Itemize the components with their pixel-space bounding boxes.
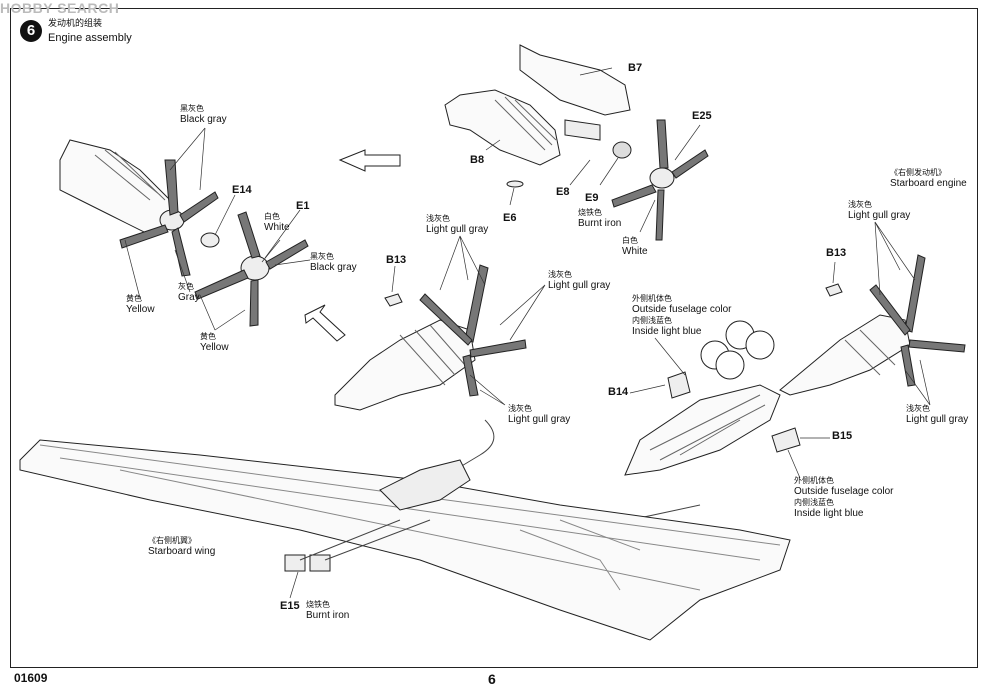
kit-number: 01609: [14, 671, 48, 685]
callout-zh: 浅灰色: [508, 404, 532, 413]
callout-en: Gray: [178, 292, 200, 303]
callout-en: Burnt iron: [306, 610, 350, 621]
step-number-badge: 6: [20, 20, 42, 42]
part-e9-label: E9: [585, 192, 599, 204]
part-e6-label: E6: [503, 212, 517, 224]
callout-en: Burnt iron: [578, 218, 622, 229]
callout-white-left: 白色 White: [264, 212, 290, 234]
callout-gray: 灰色 Gray: [178, 282, 200, 304]
step-title: 发动机的组装 Engine assembly: [48, 18, 132, 46]
part-b13-right-label: B13: [826, 247, 847, 259]
callout-zh: 浅灰色: [848, 200, 872, 209]
callout-fuselage-b14: 外侧机体色 Outside fuselage color 内侧浅蓝色 Insid…: [632, 294, 732, 338]
step-title-en: Engine assembly: [48, 32, 132, 44]
subassembly-en: Starboard engine: [890, 178, 967, 189]
subassembly-en: Starboard wing: [148, 546, 216, 557]
part-e15-label: E15: [280, 600, 300, 612]
subassembly-zh: 《右侧发动机》: [890, 168, 946, 177]
callout-zh: 内侧浅蓝色: [632, 316, 672, 325]
part-b7-label: B7: [628, 62, 643, 74]
subassembly-zh: 《右侧机翼》: [148, 536, 196, 545]
part-b13-center-label: B13: [386, 254, 407, 266]
callout-fuselage-b15: 外侧机体色 Outside fuselage color 内侧浅蓝色 Insid…: [794, 476, 894, 520]
callout-lgg-center-right: 浅灰色 Light gull gray: [548, 270, 610, 292]
callout-zh: 黑灰色: [180, 104, 204, 113]
callout-en: Light gull gray: [548, 280, 611, 291]
part-e14-label: E14: [232, 184, 252, 196]
part-e8-label: E8: [556, 186, 570, 198]
callout-zh: 白色: [622, 236, 638, 245]
part-b8-label: B8: [470, 154, 485, 166]
callout-zh: 白色: [264, 212, 280, 221]
callout-en: Light gull gray: [508, 414, 571, 425]
callout-lgg-right-bottom: 浅灰色 Light gull gray: [906, 404, 968, 426]
callout-en: Yellow: [200, 342, 229, 353]
callout-zh: 内侧浅蓝色: [794, 498, 834, 507]
subassembly-starboard-engine: 《右侧发动机》 Starboard engine: [890, 168, 967, 190]
callout-zh: 黄色: [126, 294, 142, 303]
callout-lgg-center-top: 浅灰色 Light gull gray: [426, 214, 488, 236]
part-e25-label: E25: [692, 110, 712, 122]
callout-en: Outside fuselage color: [632, 304, 732, 315]
callout-en: Yellow: [126, 304, 155, 315]
part-b15-label: B15: [832, 430, 853, 442]
callout-lgg-right-top: 浅灰色 Light gull gray: [848, 200, 910, 222]
callout-black-gray-top: 黑灰色 Black gray: [180, 104, 227, 126]
step-title-zh: 发动机的组装: [48, 18, 103, 28]
callout-en: Black gray: [310, 262, 357, 273]
callout-zh: 烧铁色: [578, 208, 602, 217]
callout-zh: 灰色: [178, 282, 194, 291]
subassembly-starboard-wing: 《右侧机翼》 Starboard wing: [148, 536, 215, 558]
callout-lgg-center-bottom: 浅灰色 Light gull gray: [508, 404, 570, 426]
callout-zh: 外侧机体色: [794, 476, 834, 485]
callout-zh: 外侧机体色: [632, 294, 672, 303]
callout-zh: 浅灰色: [906, 404, 930, 413]
callout-en: White: [622, 246, 648, 257]
callout-zh: 浅灰色: [548, 270, 572, 279]
right-fuselage-drawing: [624, 254, 966, 521]
callout-burnt-iron-e15: 烧铁色 Burnt iron: [306, 600, 349, 622]
callout-black-gray-mid: 黑灰色 Black gray: [310, 252, 357, 274]
callout-yellow-2: 黄色 Yellow: [200, 332, 229, 354]
part-e1-label: E1: [296, 200, 310, 212]
page-number: 6: [488, 671, 496, 687]
page-border: [10, 8, 978, 668]
callout-burnt-iron-e9: 烧铁色 Burnt iron: [578, 208, 621, 230]
callout-en: Inside light blue: [632, 326, 702, 337]
left-engine-drawing: [59, 139, 309, 327]
starboard-wing-drawing: [19, 439, 791, 641]
callout-en: Light gull gray: [426, 224, 489, 235]
callout-en: Light gull gray: [848, 210, 911, 221]
callout-zh: 烧铁色: [306, 600, 330, 609]
callout-zh: 浅灰色: [426, 214, 450, 223]
callout-en: White: [264, 222, 290, 233]
callout-en: Light gull gray: [906, 414, 969, 425]
callout-en: Black gray: [180, 114, 227, 125]
center-engine-drawing: [334, 264, 527, 471]
callout-zh: 黄色: [200, 332, 216, 341]
callout-en: Outside fuselage color: [794, 486, 894, 497]
callout-en: Inside light blue: [794, 508, 864, 519]
watermark-logo: HOBBY SEARCH: [0, 0, 120, 16]
top-engine-drawing: [444, 44, 709, 241]
callout-yellow-1: 黄色 Yellow: [126, 294, 155, 316]
callout-white-e25: 白色 White: [622, 236, 648, 258]
part-b14-label: B14: [608, 386, 629, 398]
callout-zh: 黑灰色: [310, 252, 334, 261]
